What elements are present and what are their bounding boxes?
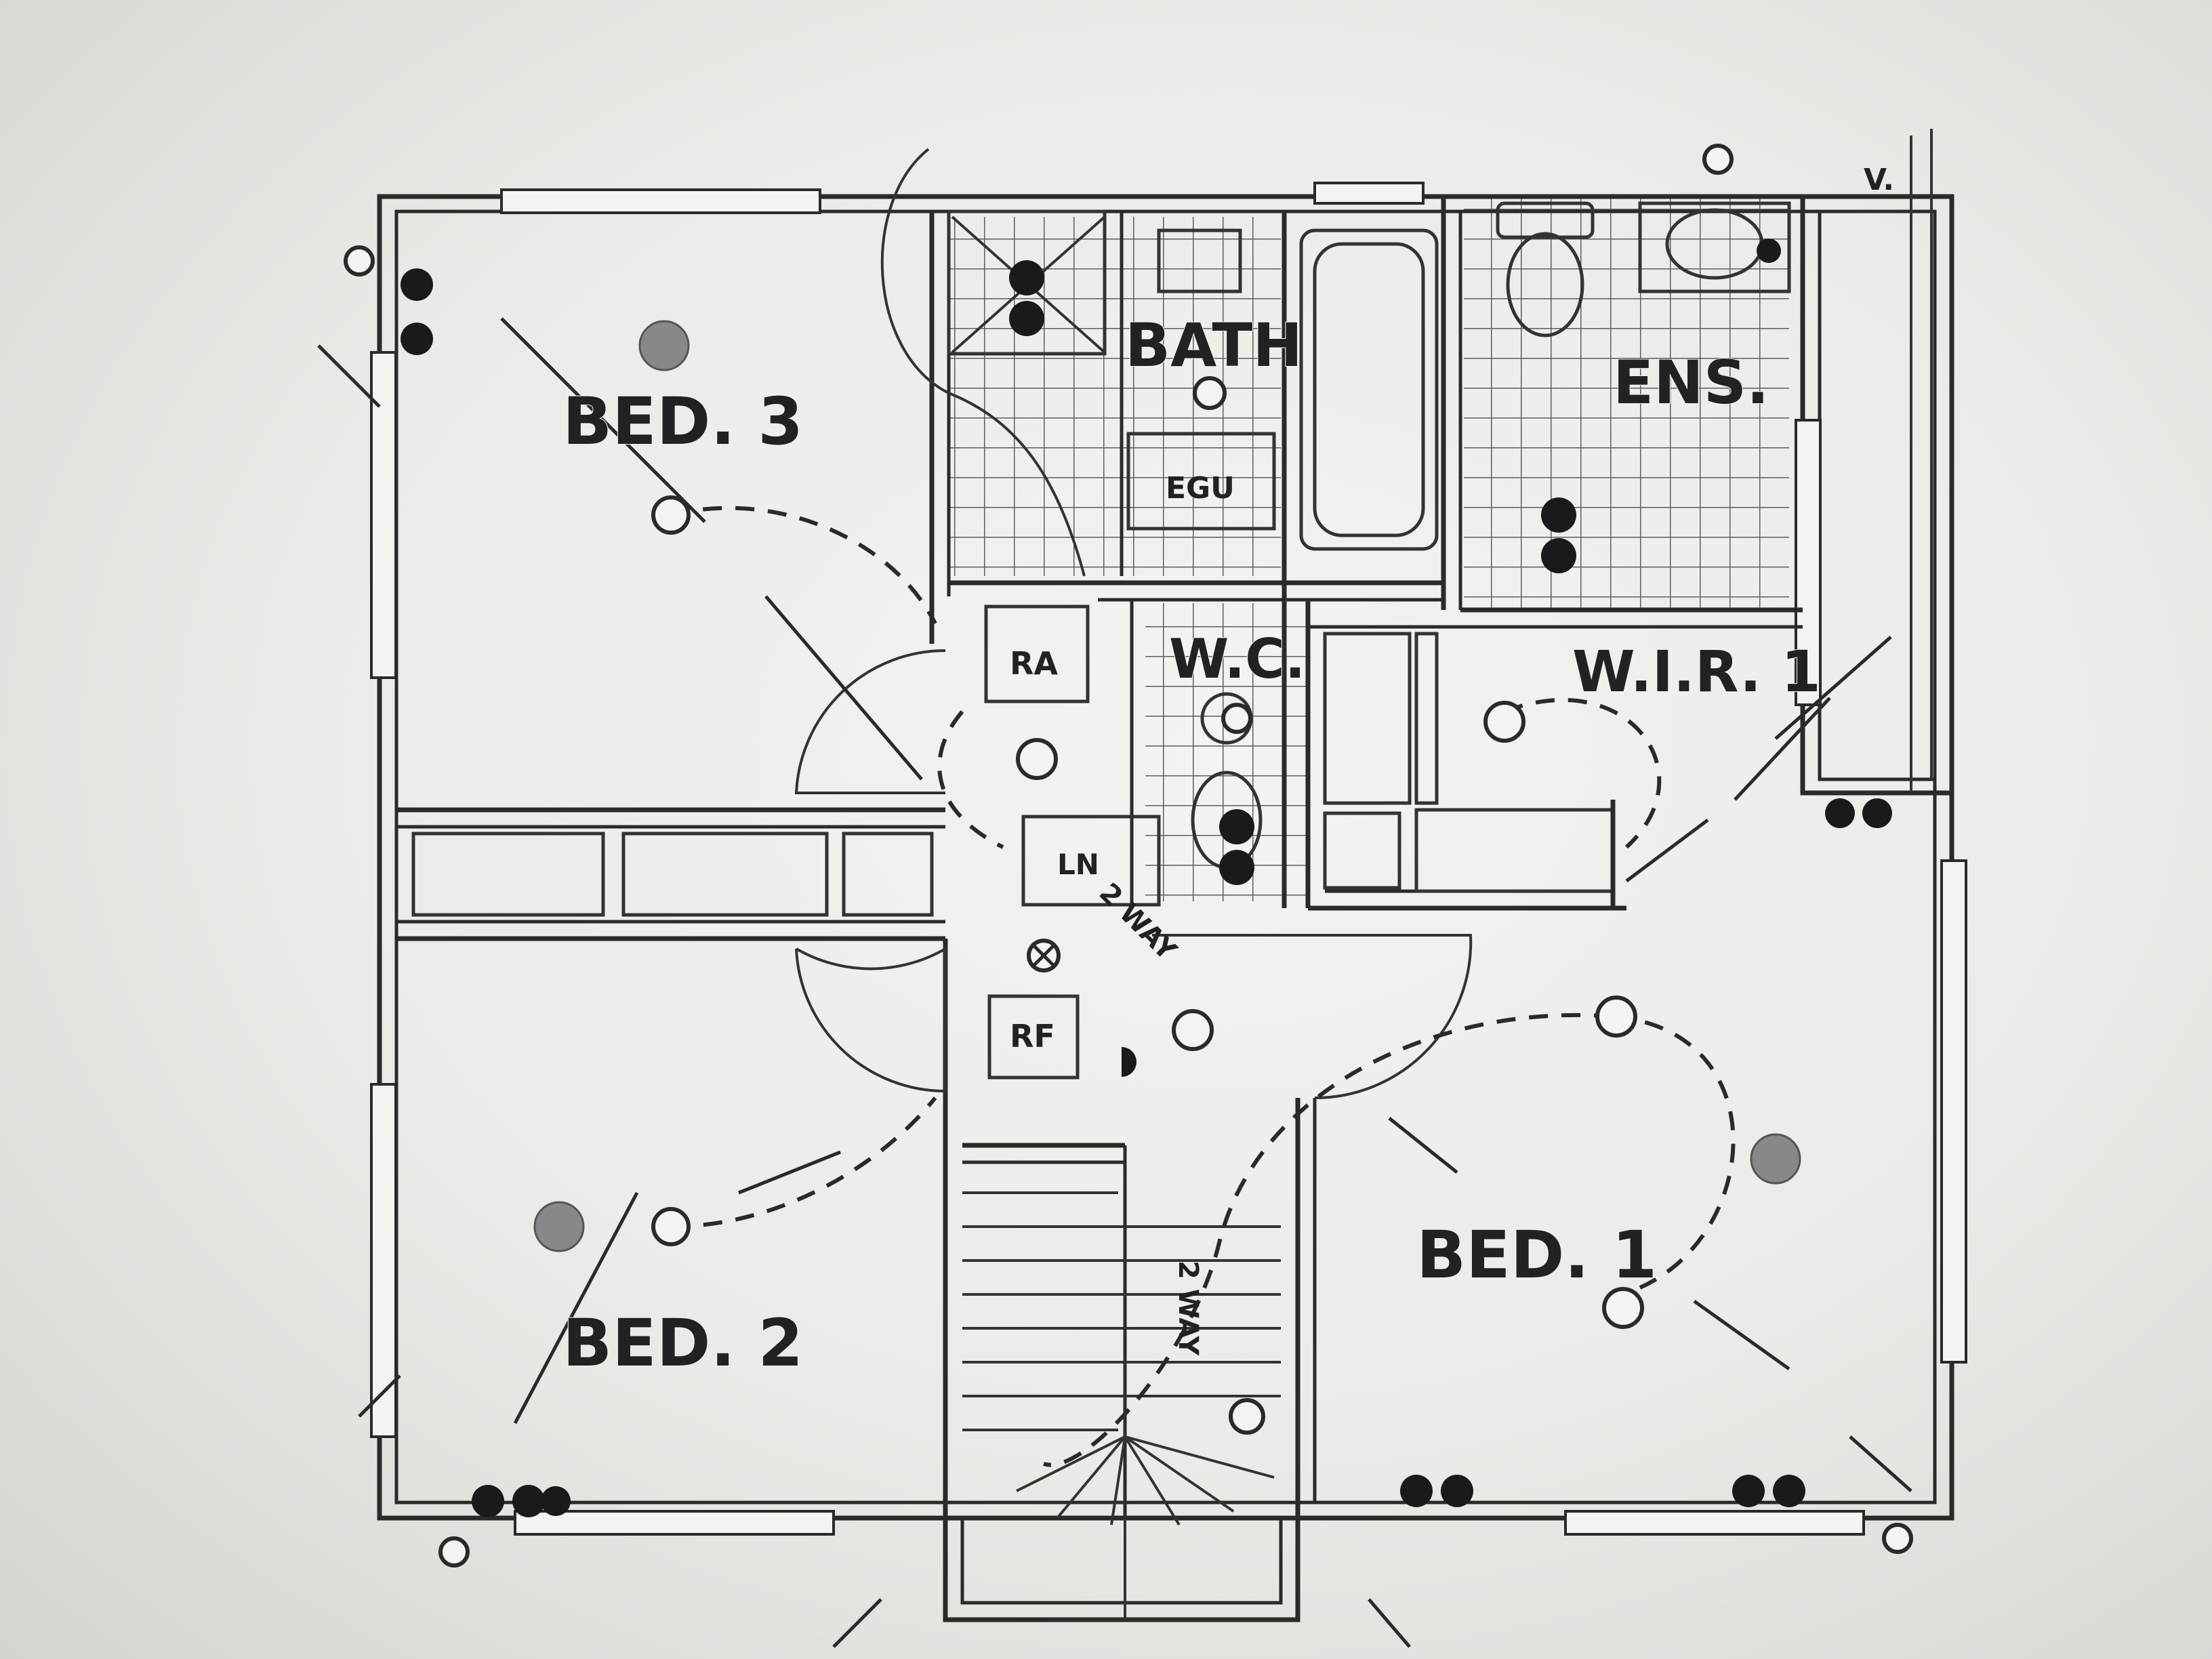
windows <box>370 182 1967 1536</box>
smoke-detectors <box>533 320 1801 1252</box>
power-outlets <box>401 239 1892 1517</box>
interior-walls <box>396 197 1803 1518</box>
room-label-bed2: BED. 2 <box>562 1305 803 1381</box>
ra-label: RA <box>1010 645 1058 682</box>
staircase <box>962 1191 1281 1620</box>
linen-label: LN <box>1057 848 1099 881</box>
room-label-wir: W.I.R. 1 <box>1572 638 1821 705</box>
bath-fixtures <box>947 201 1791 1080</box>
switch-wiring <box>670 506 1736 1467</box>
room-label-bed3: BED. 3 <box>562 384 803 459</box>
egu-unit <box>1126 432 1276 531</box>
two-way-stair: 2 WAY <box>1172 1261 1204 1356</box>
room-label-bed1: BED. 1 <box>1416 1217 1657 1293</box>
room-label-wc: W.C. <box>1169 628 1305 691</box>
room-label-bath: BATH <box>1125 310 1303 380</box>
door-swings <box>794 148 1473 1100</box>
rf-label: RF <box>1010 1018 1055 1054</box>
light-switches <box>317 317 1912 1648</box>
egu-label: EGU <box>1166 471 1235 506</box>
corner-mark: V. <box>1864 163 1894 197</box>
exterior-lights <box>344 144 1913 1568</box>
exterior-walls <box>377 129 1954 1622</box>
ceiling-lights <box>651 376 1644 1435</box>
room-label-ens: ENS. <box>1613 348 1769 417</box>
